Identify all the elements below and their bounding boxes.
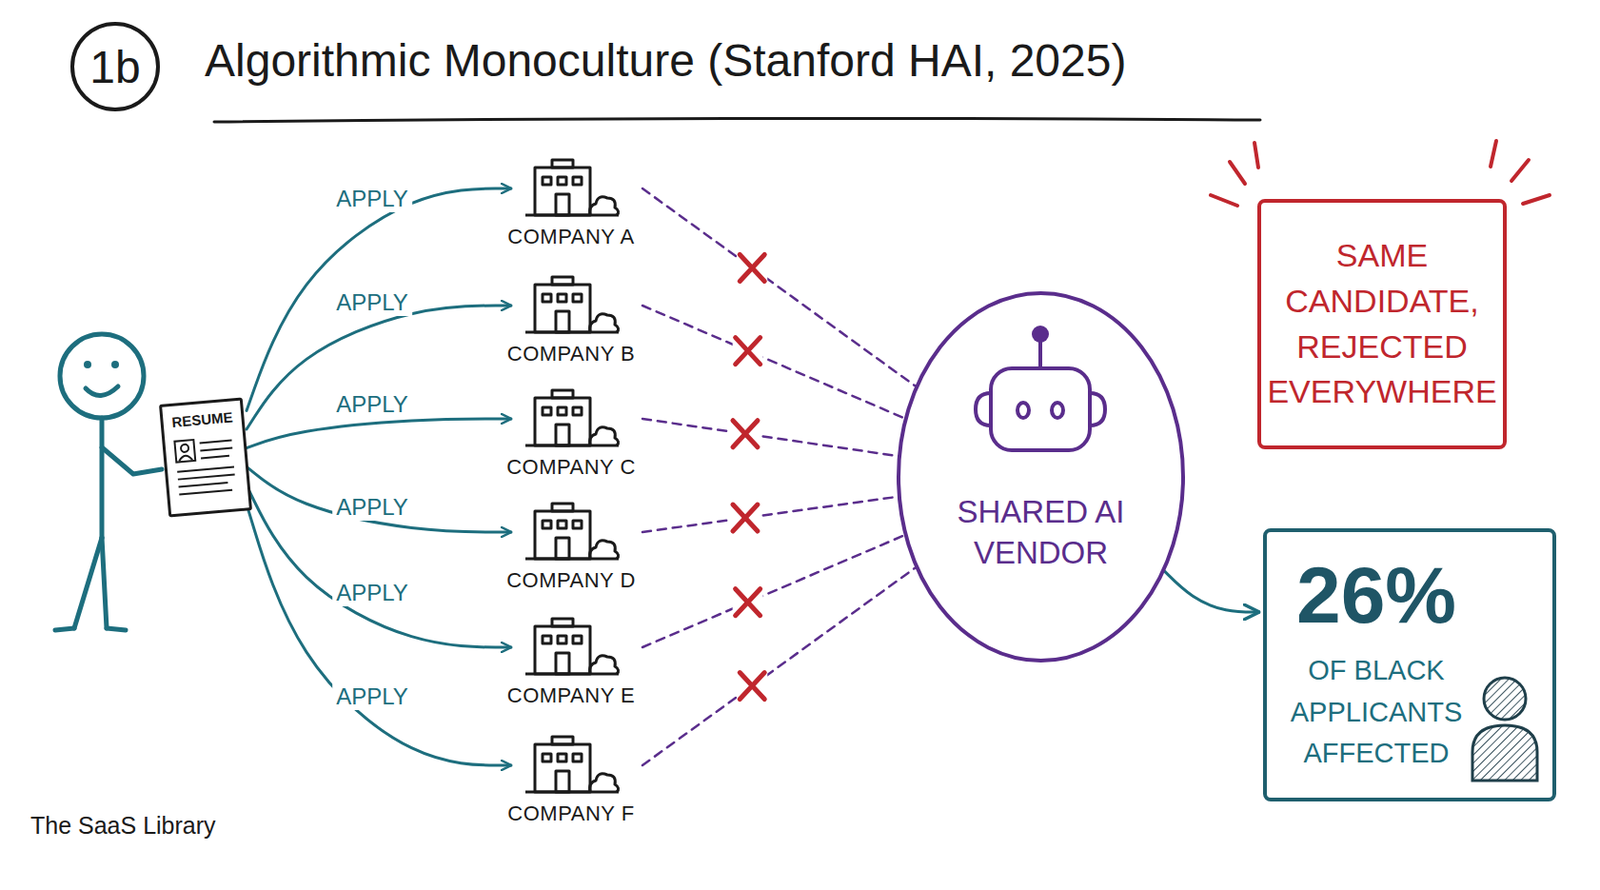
tealbox-node: 26% OF BLACK APPLICANTS AFFECTED [1263,528,1557,802]
reject-mark [732,335,764,367]
node-subtext: OF BLACK APPLICANTS AFFECTED [1276,650,1477,775]
reject-mark [730,418,761,450]
reject-mark [736,252,768,283]
company-node: COMPANY C [499,386,643,482]
face-eyes [83,360,119,369]
person-icon [1466,671,1543,785]
building-icon [521,614,621,678]
dashed-link [642,534,907,648]
apply-arrow [246,305,512,430]
edge-label: APPLY [332,579,413,607]
building-icon [521,386,621,450]
callout-number: 1b [70,21,160,112]
diagram-title: Algorithmic Monoculture (Stanford HAI, 2… [204,34,1126,87]
building-icon [521,732,621,796]
resume-node: RESUME [158,396,253,517]
title-underline [214,118,1261,122]
vendor-node: SHARED AI VENDOR [895,290,1186,664]
edge-label: APPLY [332,289,413,317]
vendor-outline [895,290,1186,664]
reject-mark [732,587,764,618]
dashed-link [642,418,900,456]
dashed-link [642,305,907,419]
node-text: SHARED AI VENDOR [931,492,1151,574]
dashed-link [642,566,917,766]
company-node: COMPANY E [499,614,643,711]
node-text: COMPANY A [507,224,634,250]
node-text: COMPANY C [506,454,636,480]
building-icon [521,273,621,336]
company-node: COMPANY F [499,732,643,829]
reject-mark [730,502,761,534]
building-icon [521,499,621,563]
node-text: 26% [1276,553,1477,637]
node-text: COMPANY E [507,683,636,709]
alarm-rays [1210,140,1550,206]
node-text: SAME CANDIDATE, REJECTED EVERYWHERE [1266,233,1497,415]
reject-mark [736,671,768,702]
edge-label: APPLY [332,683,413,711]
stick-figure [55,334,162,631]
company-node: COMPANY A [499,156,643,252]
watermark: The SaaS Library [30,811,217,840]
node-text: COMPANY F [507,801,634,827]
redbox-node: SAME CANDIDATE, REJECTED EVERYWHERE [1257,198,1507,450]
company-node: COMPANY B [499,273,643,369]
node-text: RESUME [171,408,234,431]
dashed-link [642,496,900,533]
edge-label: APPLY [332,391,413,418]
edge-label: APPLY [332,185,413,213]
company-node: COMPANY D [499,499,643,595]
edge-label: APPLY [332,493,413,521]
apply-arrow [246,466,512,533]
node-text: COMPANY D [506,568,636,593]
node-text: COMPANY B [507,341,636,367]
apply-arrow [246,504,512,766]
apply-arrow [246,485,512,648]
apply-arrow [1163,570,1260,613]
building-icon [521,156,621,219]
resume-lines [170,430,243,503]
dashed-link [642,188,917,388]
apply-arrow [246,418,512,449]
